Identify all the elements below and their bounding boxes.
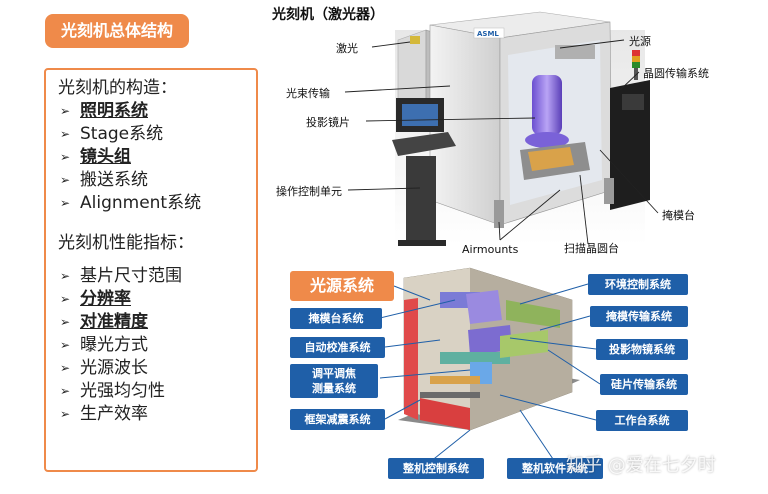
arrow-bullet-icon: ➢: [60, 315, 71, 329]
structure-item: ➢ Stage系统: [58, 123, 256, 146]
callout-operator-console: 操作控制单元: [276, 185, 342, 198]
tag-frame-damping: 框架减震系统: [290, 409, 385, 430]
structure-list: ➢ 照明系统 ➢ Stage系统 ➢ 镜头组 ➢ 搬送系统 ➢ Alignment系统: [58, 100, 256, 215]
arrow-bullet-icon: ➢: [60, 338, 71, 352]
structure-heading: 光刻机的构造：: [58, 78, 177, 98]
metrics-heading: 光刻机性能指标：: [58, 233, 194, 253]
metric-item-label: 光源波长: [80, 358, 148, 378]
callout-beam-transfer: 光束传输: [286, 87, 330, 100]
arrow-bullet-icon: ➢: [60, 407, 71, 421]
metric-item: ➢ 生产效率: [58, 403, 256, 426]
metric-item: ➢ 基片尺寸范围: [58, 265, 256, 288]
subsystem-leader-lines: [379, 283, 601, 463]
machine-title: 光刻机（激光器）: [272, 7, 384, 23]
arrow-bullet-icon: ➢: [60, 127, 71, 141]
arrow-bullet-icon: ➢: [60, 384, 71, 398]
structure-item-label: Stage系统: [80, 124, 164, 144]
structure-item-label: 镜头组: [80, 147, 131, 167]
structure-item: ➢ 照明系统: [58, 100, 256, 123]
arrow-bullet-icon: ➢: [60, 196, 71, 210]
metric-item: ➢ 光源波长: [58, 357, 256, 380]
tag-leveling-line2: 测量系统: [312, 382, 356, 395]
wafer-handler-unit: [610, 50, 650, 210]
structure-item-label: Alignment系统: [80, 193, 202, 213]
metric-item-label: 曝光方式: [80, 335, 148, 355]
callout-light-source: 光源: [629, 35, 651, 48]
subsystem-cutaway-illustration: [379, 267, 601, 463]
watermark: 知乎 @爱在七夕时: [566, 455, 716, 476]
arrow-bullet-icon: ➢: [60, 361, 71, 375]
main-cabinet: ASML: [429, 11, 613, 226]
machine-leader-lines: [344, 39, 659, 245]
metric-item: ➢ 曝光方式: [58, 334, 256, 357]
metrics-list: ➢ 基片尺寸范围 ➢ 分辨率 ➢ 对准精度 ➢ 曝光方式 ➢ 光源波长 ➢ 光强均匀性 ➢ 生产效率: [58, 265, 256, 426]
arrow-bullet-icon: ➢: [60, 104, 71, 118]
tag-leveling-focus: 调平调焦 测量系统: [290, 364, 378, 398]
callout-laser: 激光: [336, 42, 358, 55]
metric-item: ➢ 光强均匀性: [58, 380, 256, 403]
tag-projection-objective: 投影物镜系统: [596, 339, 688, 360]
arrow-bullet-icon: ➢: [60, 269, 71, 283]
lithography-machine-illustration: ASML: [344, 11, 659, 246]
structure-item-label: 照明系统: [80, 101, 148, 121]
callout-reticle-stage: 掩模台: [662, 209, 695, 222]
tag-reticle-transfer: 掩模传输系统: [590, 306, 688, 327]
structure-item: ➢ Alignment系统: [58, 192, 256, 215]
asml-logo: ASML: [477, 30, 499, 38]
structure-panel: 光刻机的构造： ➢ 照明系统 ➢ Stage系统 ➢ 镜头组 ➢ 搬送系统 ➢ Alignment…: [44, 68, 258, 472]
projection-lens-column: [532, 75, 562, 135]
metric-item: ➢ 分辨率: [58, 288, 256, 311]
structure-item: ➢ 镜头组: [58, 146, 256, 169]
structure-item: ➢ 搬送系统: [58, 169, 256, 192]
tag-reticle-stage-system: 掩模台系统: [290, 308, 382, 329]
callout-airmounts: Airmounts: [462, 243, 519, 256]
metric-item-label: 生产效率: [80, 404, 148, 424]
structure-item-label: 搬送系统: [80, 170, 148, 190]
arrow-bullet-icon: ➢: [60, 292, 71, 306]
tag-auto-calibration: 自动校准系统: [290, 337, 385, 358]
metric-item-label: 基片尺寸范围: [80, 266, 182, 286]
arrow-bullet-icon: ➢: [60, 150, 71, 164]
tag-machine-control: 整机控制系统: [388, 458, 484, 479]
tag-environment-control: 环境控制系统: [588, 274, 688, 295]
callout-projection-lens: 投影镜片: [306, 116, 350, 129]
tag-wafer-transfer: 硅片传输系统: [600, 374, 688, 395]
section-title-badge: 光刻机总体结构: [45, 14, 189, 48]
tag-worktable: 工作台系统: [596, 410, 688, 431]
callout-scanning-wafer-stage: 扫描晶圆台: [564, 242, 619, 255]
metric-item-label: 光强均匀性: [80, 381, 165, 401]
metric-item-label: 对准精度: [80, 312, 148, 332]
arrow-bullet-icon: ➢: [60, 173, 71, 187]
light-source-system-tag: 光源系统: [290, 271, 394, 301]
metric-item-label: 分辨率: [80, 289, 131, 309]
callout-wafer-transfer: 晶圆传输系统: [643, 67, 709, 80]
tag-machine-software: 整机软件系统: [507, 458, 603, 479]
tag-leveling-line1: 调平调焦: [312, 367, 356, 380]
metric-item: ➢ 对准精度: [58, 311, 256, 334]
